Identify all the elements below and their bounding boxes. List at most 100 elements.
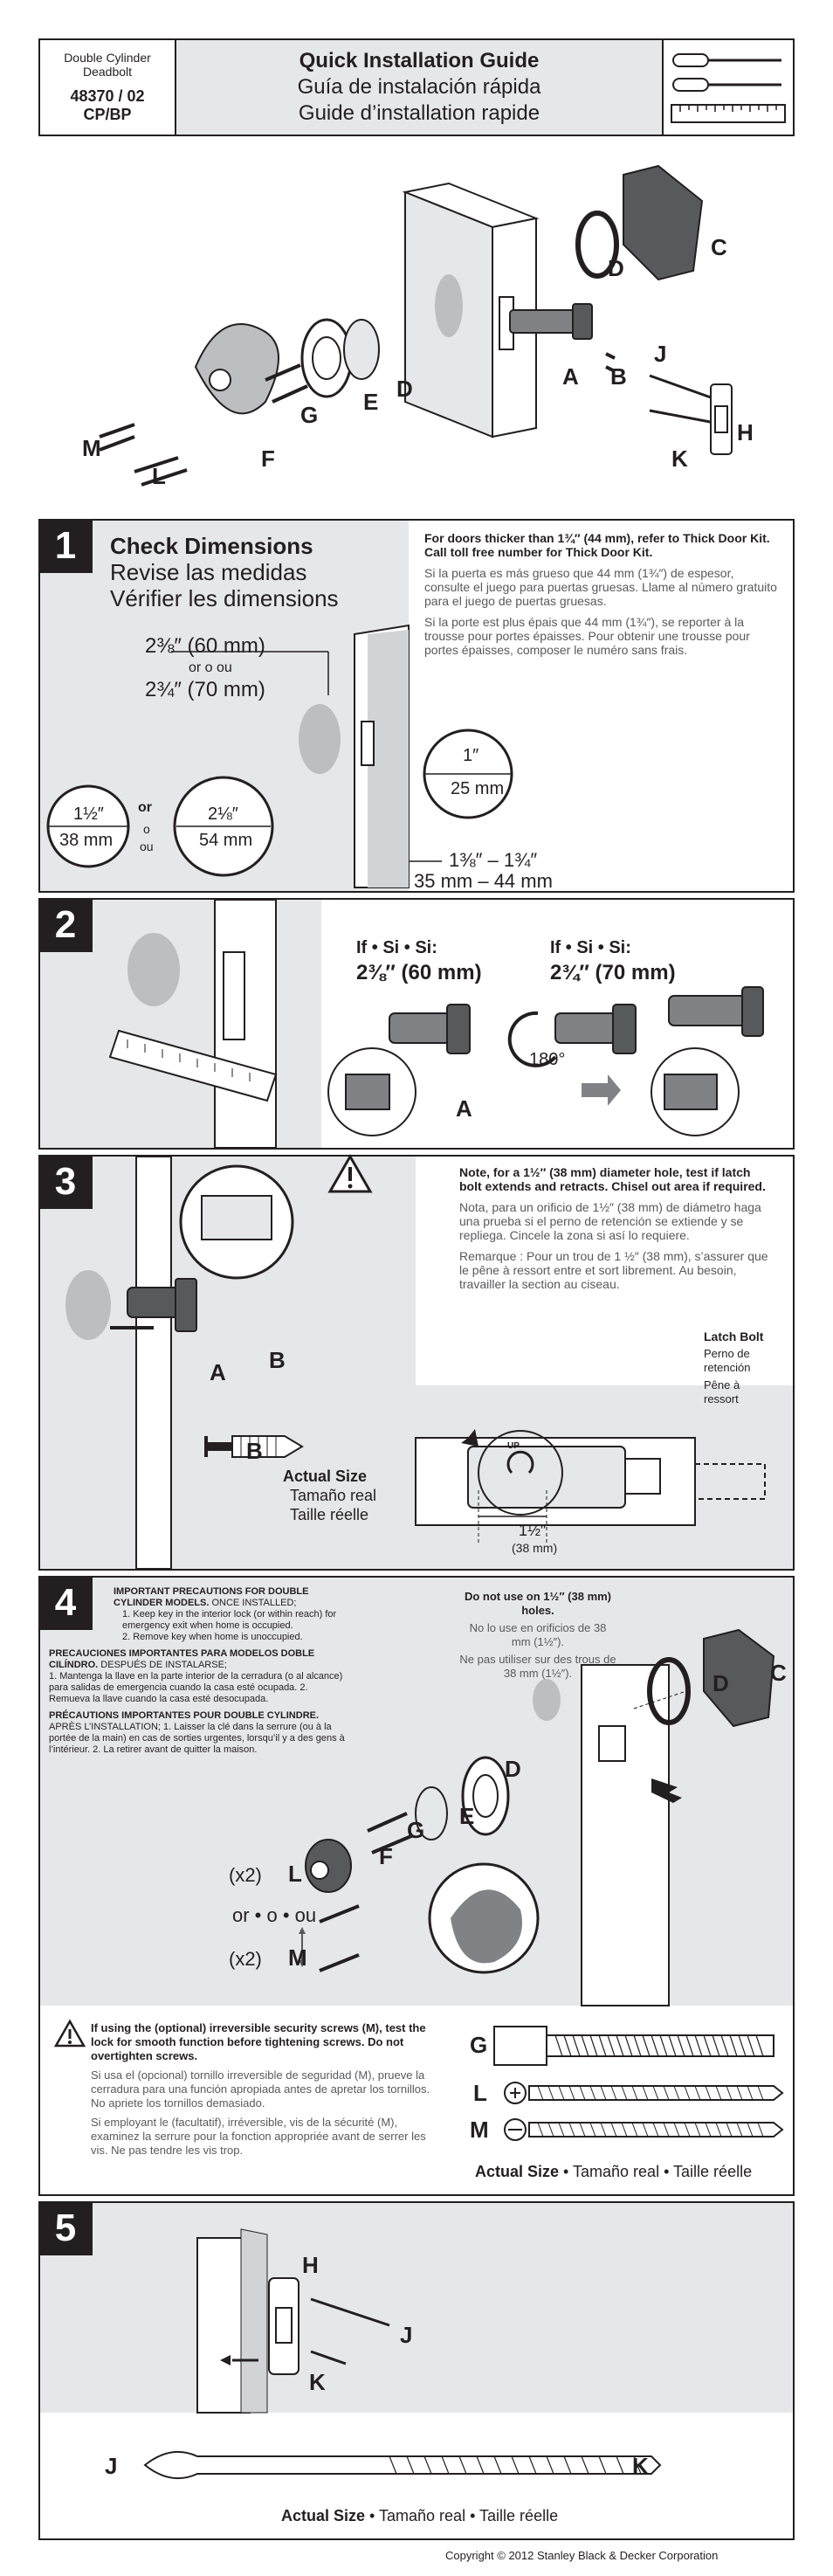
hole-38-mm: 38 mm: [59, 831, 114, 850]
prec-en-1: 1. Keep key in the interior lock (or wit…: [122, 1609, 337, 1631]
actual-size-part-g: G: [470, 2032, 488, 2058]
thick-door-note: For doors thicker than 1¾″ (44 mm), refe…: [424, 531, 782, 657]
part-label-l: L: [152, 463, 166, 489]
screw-warning-icon: [53, 2019, 86, 2048]
door-illustration: [99, 164, 733, 487]
if-60-label: If • Si • Si:: [356, 938, 437, 957]
actual-size-screws: [493, 2026, 784, 2141]
step-2-number: 2: [38, 898, 93, 952]
step-5-part-k: K: [309, 2369, 326, 2395]
hole-or: or: [138, 800, 152, 815]
if-70-size: 2¾″ (70 mm): [550, 961, 676, 984]
part-label-e: E: [363, 389, 379, 415]
prec-fr: PRÉCAUTIONS IMPORTANTES POUR DOUBLE CYLI…: [49, 1710, 346, 1756]
hole-warning-fr: Ne pas utiliser sur des trous de 38 mm (…: [459, 1653, 616, 1680]
step-3-drawing: [65, 1156, 304, 1570]
step-3-number: 3: [38, 1155, 93, 1209]
prec-es-body: 1. Mantenga la llave en la parte interio…: [49, 1671, 343, 1704]
latch-detail-up: UP: [507, 1441, 520, 1451]
step-1-number: 1: [38, 519, 93, 573]
edge-in: 1″: [463, 746, 479, 765]
part-label-d-2: D: [396, 376, 413, 402]
thick-door-note-fr: Si la porte est plus épais que 44 mm (1¾…: [424, 615, 750, 657]
hole-warning: Do not use on 1½″ (38 mm) holes. No lo u…: [459, 1590, 616, 1681]
if-60-size: 2⅜″ (60 mm): [356, 961, 482, 984]
backset-or: or o ou: [189, 660, 232, 675]
step-3-actual-es: Tamaño real: [290, 1487, 377, 1504]
step-4-part-m: M: [288, 1944, 307, 1971]
step-4-part-f: F: [379, 1843, 393, 1869]
step-3-note-es: Nota, para un orificio de 1½″ (38 mm) de…: [459, 1200, 761, 1242]
part-label-g: G: [300, 402, 319, 428]
thick-door-note-en: For doors thicker than 1¾″ (44 mm), refe…: [424, 531, 770, 559]
part-label-d: D: [608, 255, 624, 281]
actual-size-part-m: M: [470, 2117, 489, 2143]
edge-mm: 25 mm: [451, 779, 505, 798]
actual-size-part-l: L: [473, 2080, 487, 2106]
step-5-illustration-area: [40, 2203, 793, 2413]
prec-fr-title: PRÉCAUTIONS IMPORTANTES POUR DOUBLE CYLI…: [49, 1710, 320, 1721]
step-5-drawing: [143, 2228, 662, 2480]
rotate-180-label: 180°: [529, 1050, 566, 1069]
step-2-door-drawing: [108, 899, 278, 1149]
thick-door-note-es: Si la puerta es más grueso que 44 mm (1¾…: [424, 566, 777, 608]
or-o-ou: or • o • ou: [232, 1904, 317, 1926]
prec-en-after: ONCE INSTALLED;: [209, 1598, 297, 1608]
exploded-view: A B C D D E F G H J K L M: [38, 157, 795, 507]
step-3-part-a: A: [210, 1359, 226, 1385]
latch-detail-drawing: [415, 1403, 766, 1543]
step-5-panel: 5 H J K J K Actual Size • Tamaño real • …: [38, 2201, 795, 2540]
prec-en-2: 2. Remove key when home is unoccupied.: [122, 1632, 303, 1642]
step-1-title-en: Check Dimensions: [110, 533, 313, 559]
prec-en: IMPORTANT PRECAUTIONS FOR DOUBLE CYLINDE…: [49, 1586, 346, 1609]
finish-code: CP/BP: [83, 106, 132, 123]
latch-bolt-fr-2: ressort: [704, 1392, 739, 1405]
step-4-actual-en: Actual Size: [475, 2163, 560, 2180]
tools-panel: [662, 40, 793, 135]
if-70-label: If • Si • Si:: [550, 938, 631, 957]
step-4-part-e: E: [459, 1803, 475, 1829]
step-4-part-d: D: [713, 1670, 729, 1696]
step-5-number: 5: [38, 2201, 93, 2255]
step-4-part-g: G: [407, 1817, 425, 1843]
double-cylinder-precautions: IMPORTANT PRECAUTIONS FOR DOUBLE CYLINDE…: [49, 1586, 346, 1756]
screw-warning-es: Si usa el (opcional) tornillo irreversib…: [91, 2068, 430, 2110]
step-5-part-j: J: [400, 2322, 413, 2348]
step-3-part-b: B: [269, 1347, 286, 1373]
part-label-c: C: [711, 234, 727, 260]
step-4-drawing: [299, 1628, 775, 2006]
part-label-m: M: [82, 435, 101, 461]
part-label-b: B: [610, 363, 627, 390]
product-line1: Double Cylinder: [64, 51, 151, 65]
latch-bolt-es-1: Perno de: [704, 1347, 750, 1360]
step-3-panel: 3 A B B Actual Size Tamaño real Taille r…: [38, 1153, 795, 1571]
part-label-k: K: [671, 445, 688, 472]
step-3-note: Note, for a 1½″ (38 mm) diameter hole, t…: [459, 1165, 774, 1291]
step-4-part-d-2: D: [505, 1756, 521, 1782]
step-4-panel: 4 IMPORTANT PRECAUTIONS FOR DOUBLE CYLIN…: [38, 1576, 795, 2196]
prec-fr-after: APRÈS L’INSTALLATION;: [49, 1722, 164, 1732]
prec-fr-body: 1. Laisser la clé dans la serrure (ou à …: [49, 1722, 345, 1755]
title-fr: Guide d’installation rapide: [298, 101, 540, 125]
screw-warning: If using the (optional) irreversible sec…: [91, 2021, 440, 2158]
backset-60: 2⅜″ (60 mm): [145, 634, 265, 658]
copyright: Copyright © 2012 Stanley Black & Decker …: [445, 2549, 719, 2562]
step-1-title-fr: Vérifier les dimensions: [110, 585, 339, 611]
step-2-panel: 2 If • Si • Si: 2⅜″ (60 mm) If • Si • Si…: [38, 898, 795, 1150]
prec-es-title: PRECAUCIONES IMPORTANTES PARA MODELOS DO…: [49, 1648, 315, 1670]
model-number: 48370 / 02: [70, 87, 145, 105]
header: Double Cylinder Deadbolt 48370 / 02 CP/B…: [38, 38, 795, 136]
step-1-title-es: Revise las medidas: [110, 559, 307, 585]
step-5-actual-en: Actual Size: [281, 2507, 366, 2524]
prec-es-after: DESPUÉS DE INSTALARSE;: [98, 1660, 227, 1670]
actual-screw-k: K: [632, 2453, 649, 2479]
part-label-h: H: [737, 419, 754, 445]
screwdrivers-and-ruler-icon: [671, 53, 786, 123]
latch-bolt-en: Latch Bolt: [704, 1329, 764, 1343]
step-3-note-en: Note, for a 1½″ (38 mm) diameter hole, t…: [459, 1165, 766, 1193]
part-label-a: A: [562, 363, 579, 390]
warning-triangle-icon: [327, 1153, 373, 1193]
hole-warning-es: No lo use en orificios de 38 mm (1½″).: [469, 1621, 607, 1648]
door-thickness-in: 1⅜″ – 1¾″: [449, 849, 538, 871]
part-label-j: J: [654, 341, 667, 367]
